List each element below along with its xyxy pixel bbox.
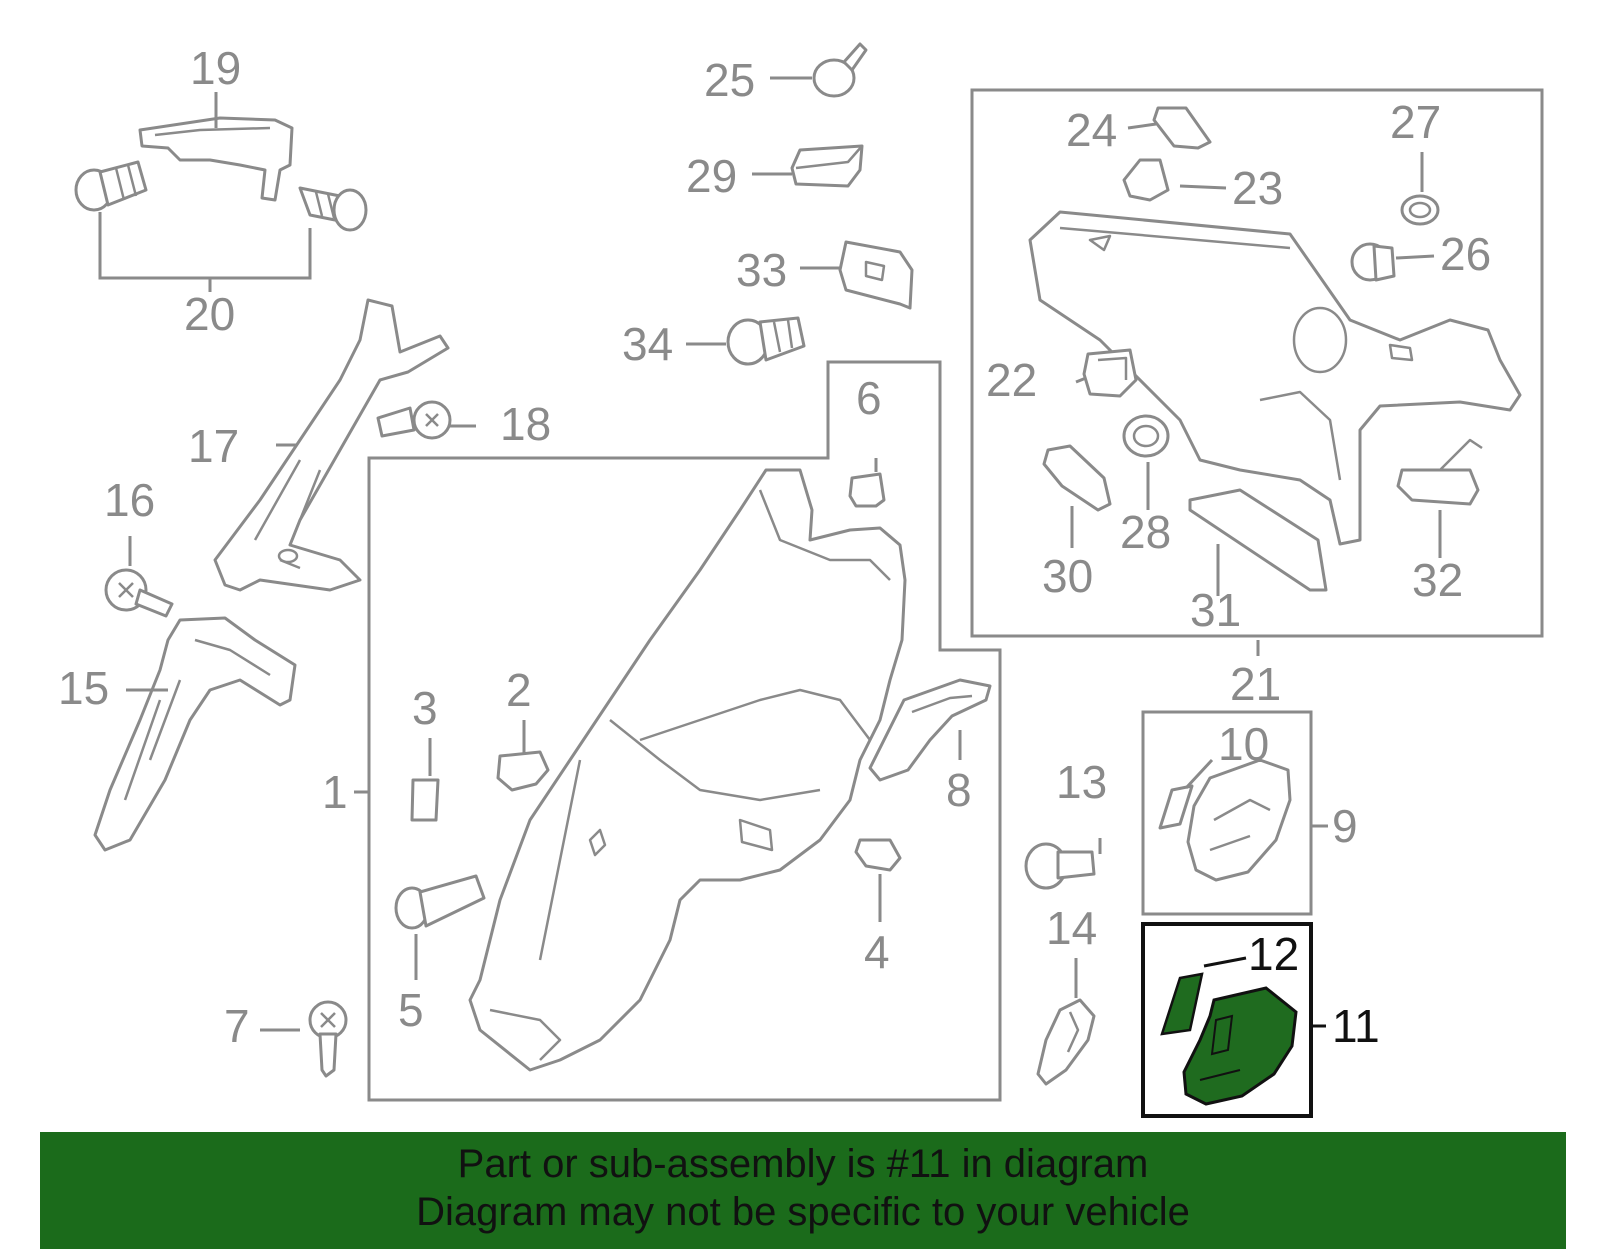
box-assembly-21 [970,88,1544,638]
callout-28: 28 [1120,506,1171,558]
part-22-bracket [1082,348,1138,398]
part-13-fastener [1024,842,1096,890]
callout-19: 19 [190,42,241,94]
part-32-lamp [1396,438,1483,506]
part-26-cap [1350,242,1396,282]
part-19-bracket [138,116,294,202]
part-2-clip [496,750,550,792]
callout-5: 5 [398,984,424,1036]
part-20-bolt-right [298,186,368,232]
callout-4: 4 [864,926,890,978]
callout-26: 26 [1440,228,1491,280]
leader-lines [98,76,1442,1032]
callout-15: 15 [58,662,109,714]
callout-7: 7 [224,1000,250,1052]
part-11-cover-highlighted [1182,986,1298,1106]
part-6-clip [848,472,886,508]
banner-line-1: Part or sub-assembly is #11 in diagram [457,1142,1149,1186]
callout-1: 1 [322,766,348,818]
part-8-panel [868,678,992,782]
callout-11: 11 [1332,1000,1380,1052]
box-assembly-9 [1141,710,1313,916]
part-33-plate [838,240,914,310]
part-23-clip [1122,158,1170,202]
callout-2: 2 [506,664,532,716]
callout-20: 20 [184,288,235,340]
part-17-pillar-trim [213,298,450,592]
callout-29: 29 [686,150,737,202]
callout-9: 9 [1332,800,1358,852]
box-assembly-1 [367,360,1002,1102]
part-7-screw [308,1000,348,1078]
callout-25: 25 [704,54,755,106]
part-12-label-highlighted [1160,972,1204,1036]
banner-line-2: Diagram may not be specific to your vehi… [416,1190,1190,1234]
callout-31: 31 [1190,584,1241,636]
part-30-cover [1042,444,1112,512]
callout-13: 13 [1056,756,1107,808]
part-5-plug [394,874,486,930]
callout-3: 3 [412,682,438,734]
notice-banner: Part or sub-assembly is #11 in diagram D… [40,1132,1566,1249]
callout-30: 30 [1042,550,1093,602]
part-9-cover [1186,758,1292,882]
callout-22: 22 [986,354,1037,406]
part-18-screw [376,400,452,440]
part-10-label [1158,784,1194,830]
callout-6: 6 [856,372,882,424]
part-20-bolt-left [74,160,148,212]
callout-33: 33 [736,244,787,296]
callout-23: 23 [1232,162,1283,214]
callout-34: 34 [622,318,673,370]
callout-8: 8 [946,764,972,816]
callout-17: 17 [188,420,239,472]
part-3-label [410,778,440,822]
callout-16: 16 [104,474,155,526]
part-21-trim-panel [1028,210,1522,546]
callout-10: 10 [1218,718,1269,770]
callout-18: 18 [500,398,551,450]
part-31-panel [1188,488,1328,592]
box-assembly-11 [1141,922,1313,1118]
part-1-quarter-trim [468,468,907,1072]
part-24-clip [1152,106,1212,150]
part-14-cover [1036,998,1096,1086]
callout-24: 24 [1066,104,1117,156]
part-34-clip [726,316,806,366]
part-25-push-pin [812,42,868,98]
callout-21: 21 [1230,658,1281,710]
part-27-ring [1400,194,1440,226]
part-15-trim-piece [93,616,297,852]
callout-14: 14 [1046,902,1097,954]
part-4-clip [854,838,902,872]
part-28-grommet [1122,414,1170,458]
callout-12: 12 [1248,928,1299,980]
part-16-screw [104,568,174,618]
callout-32: 32 [1412,554,1463,606]
callout-27: 27 [1390,96,1441,148]
part-29-pad [790,144,864,188]
